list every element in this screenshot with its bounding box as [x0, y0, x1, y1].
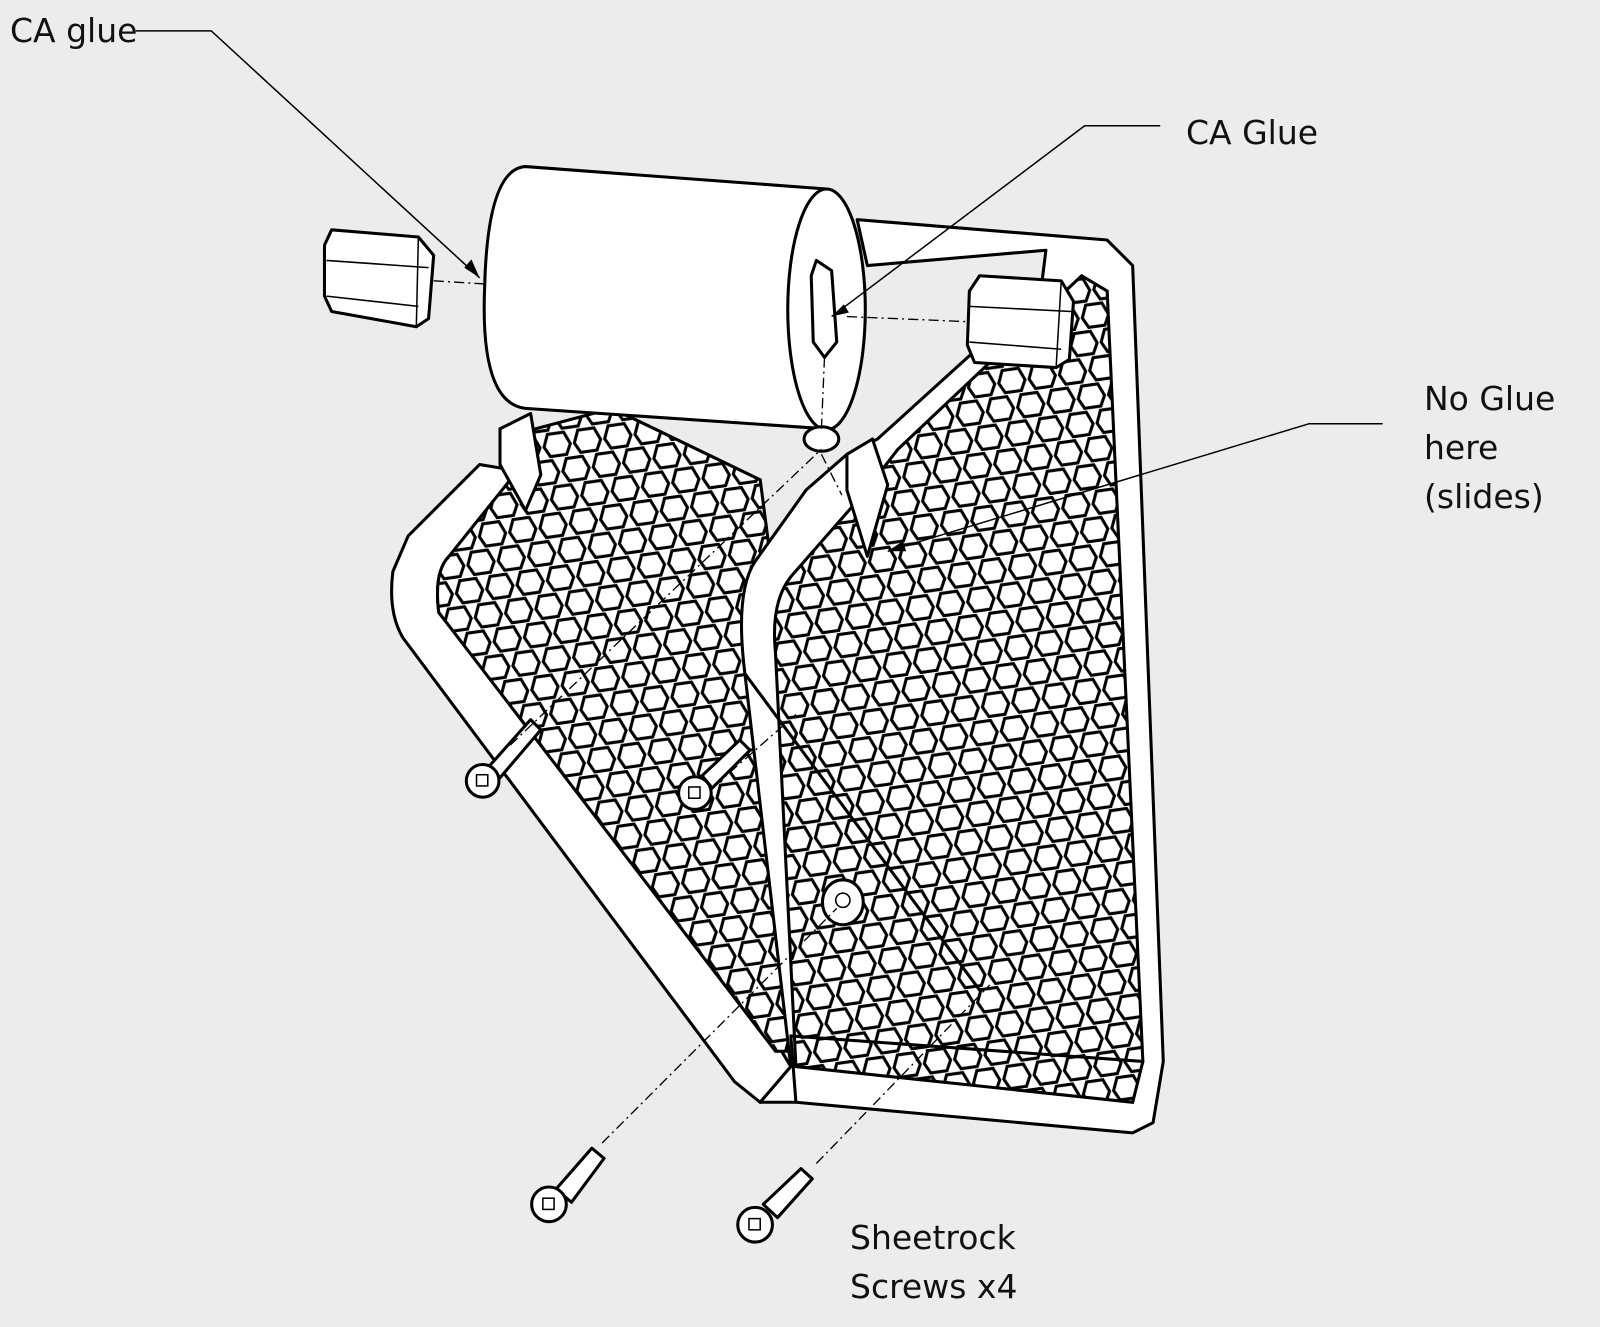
screw-1: [464, 718, 543, 799]
callout-no-glue: No Glue here (slides): [1424, 374, 1555, 521]
screw-2: [677, 738, 752, 811]
callout-screws: Sheetrock Screws x4: [850, 1213, 1017, 1311]
hex-nut-left: [322, 228, 436, 329]
callout-no-glue-line-1: No Glue: [1424, 379, 1556, 418]
screw-4: [736, 1167, 814, 1244]
hole-top: [802, 425, 841, 453]
left-bracket: [390, 406, 798, 1104]
callout-ca-glue-right: CA Glue: [1186, 113, 1319, 152]
callout-ca-glue-left: CA glue: [10, 11, 138, 50]
hole-lower: [820, 878, 865, 927]
hex-nut-right: [965, 274, 1076, 370]
callout-no-glue-line-3: (slides): [1424, 477, 1544, 516]
leader-no-glue: [887, 422, 1383, 552]
leader-ca-glue-right: [831, 124, 1161, 318]
callout-screws-line-1: Sheetrock: [850, 1218, 1016, 1257]
leader-ca-glue-left: [135, 30, 481, 279]
roller-cylinder: [482, 165, 867, 432]
callout-no-glue-line-2: here: [1424, 428, 1499, 467]
screw-3: [530, 1146, 606, 1224]
callout-screws-line-2: Screws x4: [850, 1267, 1018, 1306]
